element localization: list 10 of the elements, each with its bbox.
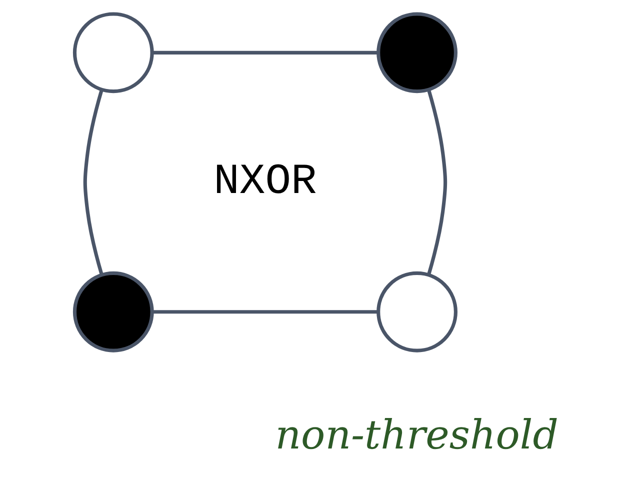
connector [152,50,378,54]
label: NXOR [213,157,316,206]
node-circle [72,271,154,352]
node-circle [376,271,457,352]
node-circle [72,12,154,94]
label: non-threshold [274,412,558,459]
connector [152,310,378,314]
connector [82,89,103,276]
node-circle [376,12,457,94]
connector [426,89,447,276]
